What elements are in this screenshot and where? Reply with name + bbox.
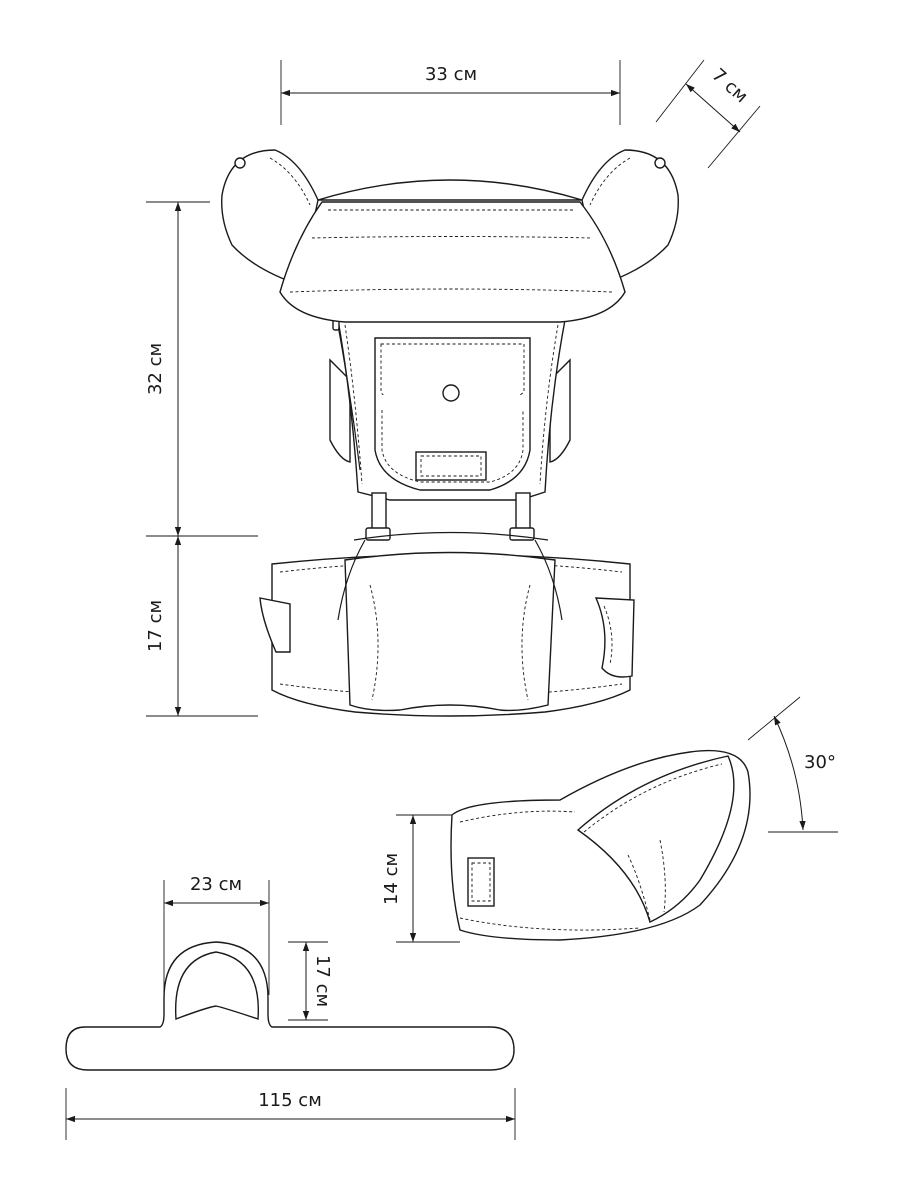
hip-seat-velcro-patch: [467, 857, 495, 907]
pocket-snap-button: [442, 384, 460, 402]
angle-30-label: 30°: [804, 752, 836, 773]
height-17-label: 17 см: [145, 600, 166, 652]
strap-ring-left: [234, 157, 246, 169]
belt-length-115-label: 115 см: [258, 1090, 322, 1111]
height-14-label: 14 см: [381, 853, 402, 905]
loop-width-23-label: 23 см: [190, 874, 242, 895]
belt-flat-drawing: [65, 941, 515, 1071]
carrier-front-drawing: [221, 149, 679, 717]
name-label-patch: [415, 451, 487, 481]
height-32-label: 32 см: [145, 343, 166, 395]
hip-seat-drawing: [450, 749, 751, 941]
loop-height-17-label: 17 см: [312, 955, 333, 1007]
buckle-right: [509, 527, 535, 541]
depth-7-label: 7 см: [708, 65, 752, 108]
width-33-label: 33 см: [425, 64, 477, 85]
strap-ring-right: [654, 157, 666, 169]
